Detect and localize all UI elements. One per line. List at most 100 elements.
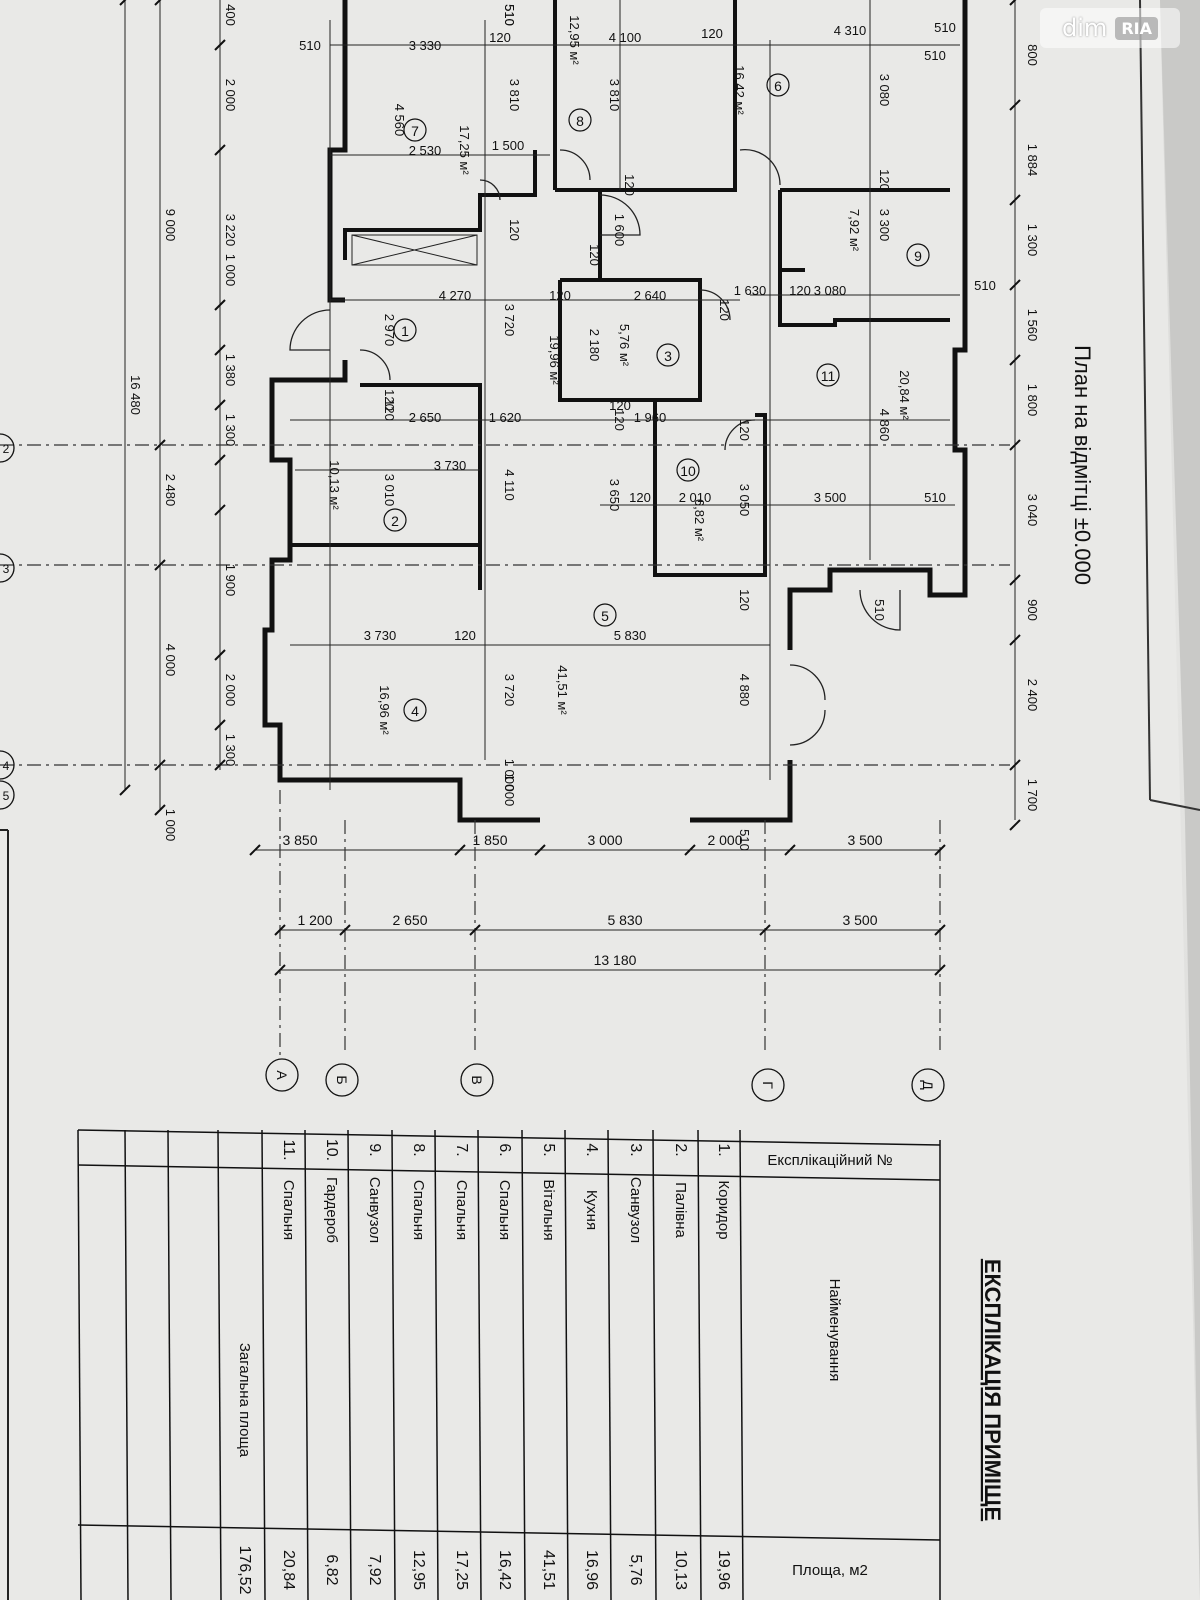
dimension-inner-34: 1 960 <box>634 410 667 425</box>
room-10-marker: 10 6,82 м² <box>676 458 707 542</box>
dimension-left-1-7: 2 000 <box>223 674 238 707</box>
dimension-inner-0: 510 <box>299 38 321 53</box>
dimension-inner-5: 120 <box>701 26 723 41</box>
table-row-8-name: Спальня <box>410 1180 427 1240</box>
dimension-right-6: 900 <box>1025 599 1040 621</box>
dimension-right-8: 1 700 <box>1025 779 1040 812</box>
table-total-value: 176,52 <box>236 1546 253 1595</box>
table-row-4-number: 4. <box>583 1143 600 1156</box>
table-title: ЕКСПЛІКАЦІЯ ПРИМІЩЕ <box>980 1259 1005 1521</box>
table-row-11-number: 11. <box>280 1139 297 1160</box>
room-5-area: 41,51 м² <box>555 665 570 715</box>
dimension-inner-25: 3 720 <box>502 304 517 337</box>
room-11-number: 11 <box>821 368 836 384</box>
dimension-inner-51: 3 720 <box>502 674 517 707</box>
table-row-1-area: 19,96 <box>715 1550 732 1590</box>
dimension-inner-1: 3 330 <box>409 38 442 53</box>
dimension-inner-3: 510 <box>502 4 517 26</box>
room-11-marker: 11 20,84 м² <box>816 363 912 420</box>
table-row-5-area: 41,51 <box>540 1550 557 1590</box>
table-row-4-name: Кухня <box>583 1190 600 1230</box>
dimension-inner-41: 3 650 <box>607 479 622 512</box>
room-8-number: 8 <box>576 113 584 129</box>
dimension-inner-8: 3 810 <box>507 79 522 112</box>
table-row-8-number: 8. <box>410 1143 427 1156</box>
table-row-10-number: 10. <box>323 1139 340 1161</box>
grid-2-label: 2 <box>3 442 10 456</box>
table-row-3-area: 5,76 <box>627 1554 644 1585</box>
dimension-inner-59: 120 <box>609 398 631 413</box>
room-3-number: 3 <box>664 348 672 364</box>
watermark-badge: RIA <box>1115 16 1158 40</box>
room-8-area: 12,95 м² <box>567 15 582 65</box>
dimension-inner-9: 3 810 <box>607 79 622 112</box>
table-row-4-area: 16,96 <box>583 1550 600 1590</box>
dimension-inner-47: 1 000 <box>502 774 517 807</box>
dimension-bottom-2-1: 2 650 <box>392 912 427 928</box>
dimension-inner-26: 2 970 <box>382 314 397 347</box>
grid-marker-3: 3 <box>0 553 15 583</box>
axis-marker-g: Г <box>751 1068 785 1102</box>
table-row-11-area: 20,84 <box>280 1550 297 1590</box>
dimension-inner-14: 120 <box>507 219 522 241</box>
dimension-inner-53: 120 <box>737 589 752 611</box>
table-header-area: Площа, м2 <box>792 1562 868 1579</box>
table-row-1-name: Коридор <box>715 1180 732 1239</box>
axis-d-label: Д <box>920 1080 936 1090</box>
room-8-marker: 8 12,95 м² <box>567 15 592 132</box>
dimension-inner-13: 1 500 <box>492 138 525 153</box>
dimension-inner-4: 4 100 <box>609 30 642 45</box>
room-6-marker: 6 16,42 м² <box>732 65 790 115</box>
room-7-marker: 7 17,25 м² <box>403 118 472 175</box>
table-row-3-name: Санвузол <box>627 1177 644 1243</box>
dimension-left-2-2: 4 000 <box>163 644 178 677</box>
dimension-inner-10: 3 080 <box>877 74 892 107</box>
dimension-inner-39: 3 730 <box>434 458 467 473</box>
room-7-number: 7 <box>411 123 419 139</box>
dimension-bottom-2-0: 1 200 <box>297 912 332 928</box>
dimension-bottom-1-3: 2 000 <box>707 832 742 848</box>
grid-marker-5: 5 <box>0 780 15 810</box>
dimension-bottom-total: 13 180 <box>594 952 637 968</box>
room-4-area: 16,96 м² <box>377 685 392 735</box>
table-row-11-name: Спальня <box>280 1180 297 1240</box>
dimension-right-4: 1 800 <box>1025 384 1040 417</box>
room-5-number: 5 <box>601 608 609 624</box>
dimension-left-1-5: 1 300 <box>223 414 238 447</box>
dimension-bottom-1-2: 3 000 <box>587 832 622 848</box>
axis-g-label: Г <box>760 1081 776 1089</box>
room-3-marker: 3 5,76 м² <box>617 324 680 367</box>
table-row-6-name: Спальня <box>496 1180 513 1240</box>
dimension-bottom-2-2: 5 830 <box>607 912 642 928</box>
room-7-area: 17,25 м² <box>457 125 472 175</box>
dimension-inner-44: 120 <box>629 490 651 505</box>
table-row-8-area: 12,95 <box>410 1550 427 1590</box>
room-9-marker: 9 7,92 м² <box>847 209 930 267</box>
room-9-area: 7,92 м² <box>847 209 862 252</box>
plan-title: План на відмітці ±0.000 <box>1070 345 1095 585</box>
dimension-inner-38: 3 010 <box>382 474 397 507</box>
table-row-6-area: 16,42 <box>496 1550 513 1590</box>
room-10-area: 6,82 м² <box>692 499 707 542</box>
room-9-number: 9 <box>914 248 922 264</box>
table-row-3-number: 3. <box>627 1143 644 1156</box>
dimension-inner-30: 510 <box>502 4 517 26</box>
dimension-inner-46: 510 <box>924 490 946 505</box>
grid-marker-4: 4 <box>0 750 15 780</box>
dimension-inner-12: 2 530 <box>409 143 442 158</box>
table-row-6-number: 6. <box>496 1143 513 1156</box>
room-4-number: 4 <box>411 703 419 719</box>
dimension-inner-17: 120 <box>622 174 637 196</box>
dimension-inner-43: 3 050 <box>737 484 752 517</box>
dimension-inner-42: 2 010 <box>679 490 712 505</box>
room-2-marker: 2 10,13 м² <box>327 460 407 532</box>
dimension-left-1-6: 1 900 <box>223 564 238 597</box>
dimension-inner-35: 120 <box>612 409 627 431</box>
table-header-number: Експлікаційний № <box>767 1152 892 1169</box>
dimension-inner-54: 510 <box>872 599 887 621</box>
dimension-bottom-1-4: 3 500 <box>847 832 882 848</box>
dimension-right-1: 1 884 <box>1025 144 1040 177</box>
